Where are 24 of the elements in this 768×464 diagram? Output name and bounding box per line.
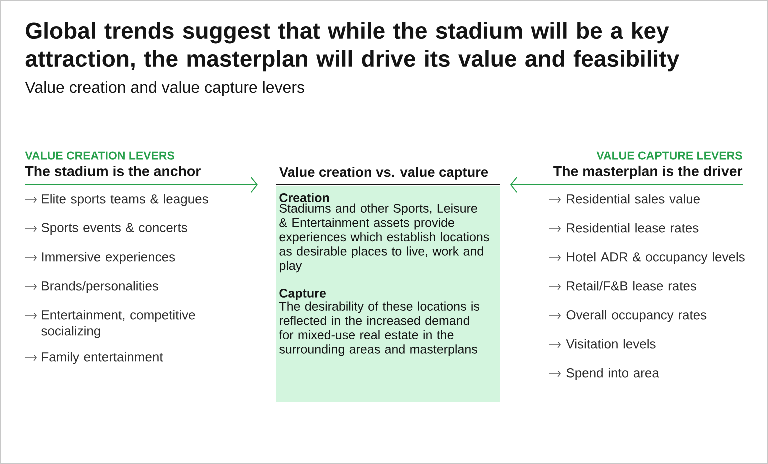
list-item: Visitation levels: [566, 339, 656, 349]
subtitle: Value creation and value capture levers: [25, 81, 304, 96]
panel-heading: Creation: [280, 193, 330, 202]
list-item: Retail/F&B lease rates: [567, 281, 696, 291]
list-item: Entertainment, competitive socializing: [42, 310, 196, 338]
panel-text: Stadiums and other Sports, Leisure & Entertainment assets provide experiences which establish locations as desirable places to live, work and play: [280, 204, 490, 273]
panel-text: The desirability of these locations is reflected in the increased demand for mixed-use real estate in the surrounding areas and masterplans: [279, 302, 480, 356]
list-item: Immersive experiences: [42, 252, 176, 264]
list-item: Elite sports teams & leagues: [42, 194, 208, 206]
panel-heading: Capture: [280, 289, 326, 300]
column-heading: VALUE CAPTURE LEVERS The masterplan is the driver: [554, 152, 743, 180]
column-heading: Value creation vs. value capture: [280, 167, 488, 180]
list-item: Residential sales value: [567, 194, 700, 204]
list-item: Residential lease rates: [567, 223, 699, 233]
list-item: Family entertainment: [42, 352, 164, 364]
list-item: Hotel ADR & occupancy levels: [567, 252, 745, 264]
arrow: [510, 177, 744, 193]
list-item: Overall occupancy rates: [566, 310, 707, 322]
column-heading: VALUE CREATION LEVERS The stadium is the anchor: [25, 152, 201, 176]
list-item: Spend into area: [566, 368, 660, 380]
arrow: [24, 177, 258, 193]
title: Global trends suggest that while the stadium will be a key attraction, the masterplan will drive its value and feasibility: [26, 22, 680, 72]
list-item: Brands/personalities: [42, 281, 158, 294]
list-item: Sports events & concerts: [42, 223, 188, 235]
